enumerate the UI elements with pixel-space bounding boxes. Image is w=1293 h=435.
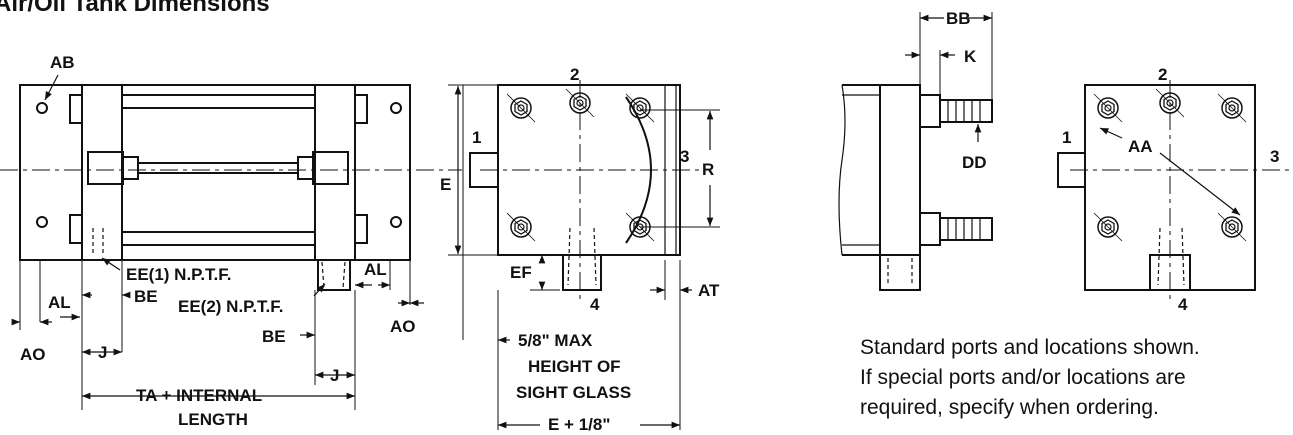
label-ee2: EE(2) N.P.T.F.: [178, 297, 284, 316]
label-r: R: [702, 160, 714, 179]
page-title: Air/Oil Tank Dimensions: [0, 0, 270, 17]
ordering-note: Standard ports and locations shown. If s…: [860, 333, 1290, 423]
label-max-height-1: 5/8" MAX: [518, 331, 593, 350]
dimension-labels: AB EE(1) N.P.T.F. EE(2) N.P.T.F. AL AL B…: [20, 9, 1279, 434]
label-ee1: EE(1) N.P.T.F.: [126, 265, 232, 284]
label-j-right: J: [330, 366, 339, 385]
note-line-1: Standard ports and locations shown.: [860, 336, 1200, 359]
port-1-end-view: 1: [472, 128, 481, 147]
side-view: [0, 74, 462, 410]
label-aa: AA: [1128, 137, 1153, 156]
label-at: AT: [698, 281, 720, 300]
label-max-height-3: SIGHT GLASS: [516, 383, 631, 402]
label-k: K: [964, 47, 977, 66]
label-al-left: AL: [48, 293, 71, 312]
label-ao-left: AO: [20, 345, 46, 364]
port-3-ports-view: 3: [1270, 147, 1279, 166]
label-al-right: AL: [364, 260, 387, 279]
port-2-ports-view: 2: [1158, 65, 1167, 84]
label-ta: TA + INTERNAL: [136, 386, 262, 405]
label-j-left: J: [98, 343, 107, 362]
label-max-height-2: HEIGHT OF: [528, 357, 621, 376]
note-line-2: If special ports and/or locations are: [860, 366, 1186, 389]
end-view: [448, 80, 720, 430]
label-length: LENGTH: [178, 410, 248, 429]
label-bb: BB: [946, 9, 971, 28]
port-2-end-view: 2: [570, 65, 579, 84]
label-ef: EF: [510, 263, 532, 282]
port-3-end-view: 3: [680, 147, 689, 166]
port-4-end-view: 4: [590, 295, 600, 314]
label-ab: AB: [50, 53, 75, 72]
stud-side-view: [838, 12, 993, 291]
label-e: E: [440, 175, 451, 194]
note-line-3: required, specify when ordering.: [860, 396, 1159, 419]
label-be-right: BE: [262, 327, 286, 346]
port-4-ports-view: 4: [1178, 295, 1188, 314]
port-1-ports-view: 1: [1062, 128, 1071, 147]
label-ao-right: AO: [390, 317, 416, 336]
ports-end-view: [1057, 80, 1290, 300]
label-e-plus: E + 1/8": [548, 415, 610, 434]
label-be-left: BE: [134, 287, 158, 306]
label-dd: DD: [962, 153, 987, 172]
